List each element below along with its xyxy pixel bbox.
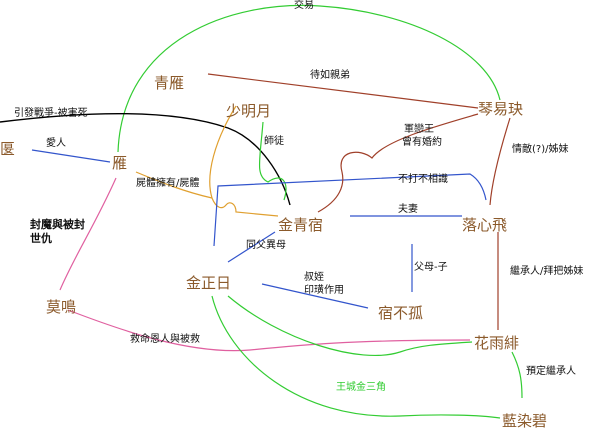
edge-savior-saved: [67, 309, 471, 352]
node-yan-left: 匽: [0, 140, 16, 158]
node-hua-yu-fei: 花雨緋: [474, 334, 520, 352]
node-jin-qing-su: 金青宿: [278, 216, 324, 234]
label-engaged: 曾有婚約: [402, 137, 442, 148]
label-sealing-line1: 封魔與被封: [30, 218, 85, 231]
edge-designated-heir: [511, 351, 523, 399]
node-mo-ming: 莫鳴: [46, 298, 77, 316]
label-fight-then-friends: 不打不相識: [398, 174, 448, 185]
edge-engaged: [317, 113, 479, 213]
label-savior-saved: 救命恩人與被救: [130, 334, 200, 345]
node-qing-yan: 青雁: [154, 74, 185, 92]
node-lan-ran-bi: 藍染碧: [502, 412, 548, 430]
label-corpse: 屍體擁有/屍體: [136, 178, 200, 189]
label-parent-child: 父母-子: [414, 262, 448, 273]
label-treat-as-brother: 待如親弟: [310, 70, 350, 81]
edge-golden-triangle-inner: [227, 295, 473, 356]
edge-sealing-feud: [59, 177, 117, 291]
node-jin-zheng-ri: 金正日: [186, 274, 232, 292]
label-war-killed: 引發戰爭-被害死: [14, 108, 88, 119]
edge-corpse-branch: [135, 171, 213, 199]
label-heir-sworn-sisters: 繼承人/拜把姊妹: [510, 266, 584, 277]
label-master-disciple: 師徒: [264, 136, 284, 147]
edge-half-brothers: [227, 231, 276, 263]
node-su-bu-gu: 宿不孤: [378, 304, 424, 322]
node-luo-xin-fei: 落心飛: [462, 216, 508, 234]
edge-treat-as-brother: [207, 73, 479, 109]
edge-uncle-nephew: [261, 283, 369, 309]
edge-war-killed: [0, 113, 291, 206]
label-army-king: 軍戀王: [404, 124, 434, 135]
label-lovers: 愛人: [46, 138, 66, 149]
label-uncle-nephew: 叔姪: [304, 272, 324, 283]
edge-lovers: [31, 149, 111, 163]
label-sealing-line2: 世仇: [30, 232, 52, 245]
label-spouses: 夫妻: [398, 204, 418, 215]
label-seal-effect: 印璜作用: [304, 285, 344, 296]
edge-rival-sisters: [489, 117, 511, 206]
edge-master-disciple: [258, 121, 287, 201]
node-shao-ming-yue: 少明月: [226, 102, 272, 120]
edge-golden-triangle-outer: [211, 295, 501, 419]
label-rival-sisters: 情敵(?)/姊妹: [512, 144, 569, 155]
edge-fight-then-friends: [213, 173, 487, 247]
node-yan: 雁: [112, 154, 128, 172]
label-designated-heir: 預定繼承人: [526, 366, 576, 377]
edge-trade: [117, 4, 501, 153]
label-half-brothers: 同父異母: [246, 240, 286, 251]
label-golden-triangle: 王城金三角: [336, 382, 386, 393]
label-trade: 交易: [294, 0, 314, 11]
edge-corpse: [209, 105, 279, 217]
node-qin-yi-jue: 琴易玦: [478, 100, 524, 118]
